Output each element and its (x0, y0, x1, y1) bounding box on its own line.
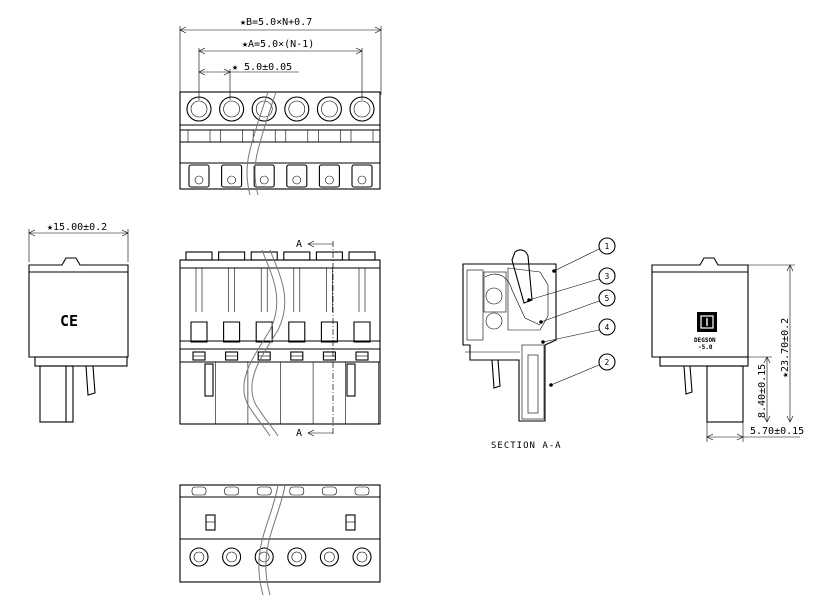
dim-pitch: ★ 5.0±0.05 (232, 62, 292, 73)
bottom-pin (253, 164, 275, 188)
balloon (598, 289, 616, 307)
screw-hole (186, 96, 212, 122)
screw-hole-inner (288, 100, 306, 118)
balloon-number: 2 (605, 358, 610, 367)
screw-hole-inner (255, 100, 273, 118)
pin-dot (227, 175, 236, 185)
bottom-hole (189, 547, 209, 567)
top-slot (187, 129, 211, 143)
front-top-tab (218, 251, 246, 261)
top-slot (220, 129, 243, 143)
balloon-number: 5 (605, 294, 610, 303)
front-top-tab (348, 251, 376, 261)
right-side-view: DEGSON -5.0 ★23.70±0.2 8.40±0.15 5.70±0.… (651, 257, 804, 442)
balloon-number: 3 (605, 272, 610, 281)
balloon (598, 267, 616, 285)
screw-hole (316, 96, 342, 122)
section-view: SECTION A-A 1 3 5 4 2 (462, 237, 616, 451)
bottom-pin (188, 164, 210, 188)
front-pin (204, 363, 214, 397)
front-top-tab (250, 251, 278, 261)
bottom-hole-inner (291, 551, 303, 563)
dim-height: ★23.70±0.2 (780, 318, 791, 378)
top-slot (318, 129, 341, 143)
bottom-top-bump (322, 486, 337, 496)
front-top-tab (315, 251, 343, 261)
balloon-number: 4 (605, 323, 610, 332)
front-opening (255, 321, 273, 343)
balloon (598, 318, 616, 336)
screw-hole-inner (223, 100, 240, 118)
bottom-view (179, 484, 381, 596)
balloon (598, 353, 616, 371)
balloon (598, 237, 616, 255)
front-opening (223, 321, 241, 343)
bottom-top-bump (256, 486, 272, 496)
screw-hole (251, 96, 277, 122)
bottom-pin (221, 164, 243, 188)
dim-b-overall: ★B=5.0×N+0.7 (240, 17, 312, 28)
front-opening (320, 321, 338, 343)
screw-hole (349, 96, 375, 122)
top-slot (285, 129, 309, 143)
bottom-hole (287, 547, 307, 567)
bottom-pin (318, 164, 340, 188)
bottom-hole-inner (258, 551, 270, 563)
front-pin (346, 363, 356, 397)
pin-dot (259, 175, 269, 185)
bottom-hole (319, 547, 339, 567)
bottom-hole (254, 547, 274, 567)
bottom-hole (222, 547, 242, 567)
front-opening (288, 321, 306, 343)
balloon-number: 1 (605, 242, 610, 251)
bottom-hole-inner (356, 551, 368, 563)
bottom-hole-inner (193, 551, 205, 563)
screw-hole-inner (190, 100, 208, 118)
bottom-top-bump (191, 486, 207, 496)
section-marker-bottom: A (296, 428, 302, 439)
left-side-view: ★15.00±0.2 CE (28, 222, 129, 423)
front-view: A A (179, 239, 381, 439)
screw-hole (284, 96, 310, 122)
front-top-tab (283, 251, 311, 261)
bottom-hole-inner (226, 551, 237, 563)
dim-height-lower: 8.40±0.15 (757, 364, 768, 418)
section-marker-top: A (296, 239, 302, 250)
brand-text: DEGSON (694, 337, 716, 344)
pin-dot (194, 175, 204, 185)
front-top-tab (185, 251, 213, 261)
pin-dot (292, 175, 302, 185)
pin-dot (357, 175, 367, 185)
screw-hole-inner (321, 100, 338, 118)
front-opening (190, 321, 208, 343)
bottom-hole (352, 547, 372, 567)
bottom-top-bump (224, 486, 239, 496)
bottom-hole-inner (324, 551, 335, 563)
bottom-top-bump (289, 486, 305, 496)
bottom-pin (286, 164, 308, 188)
ce-mark: CE (60, 312, 78, 330)
top-view: ★B=5.0×N+0.7 ★A=5.0×(N-1) ★ 5.0±0.05 (179, 17, 382, 196)
bottom-pin (351, 164, 373, 188)
brand-subtext: -5.0 (698, 344, 713, 351)
top-slot (252, 129, 276, 143)
bottom-top-bump (354, 486, 370, 496)
section-caption: SECTION A-A (491, 441, 562, 451)
screw-hole (219, 96, 245, 122)
top-slot (350, 129, 374, 143)
dim-depth: 5.70±0.15 (750, 426, 804, 437)
front-opening (353, 321, 371, 343)
screw-hole-inner (353, 100, 371, 118)
dim-width: ★15.00±0.2 (47, 222, 107, 233)
dim-a-pitch-total: ★A=5.0×(N-1) (242, 39, 314, 50)
pin-dot (325, 175, 334, 185)
